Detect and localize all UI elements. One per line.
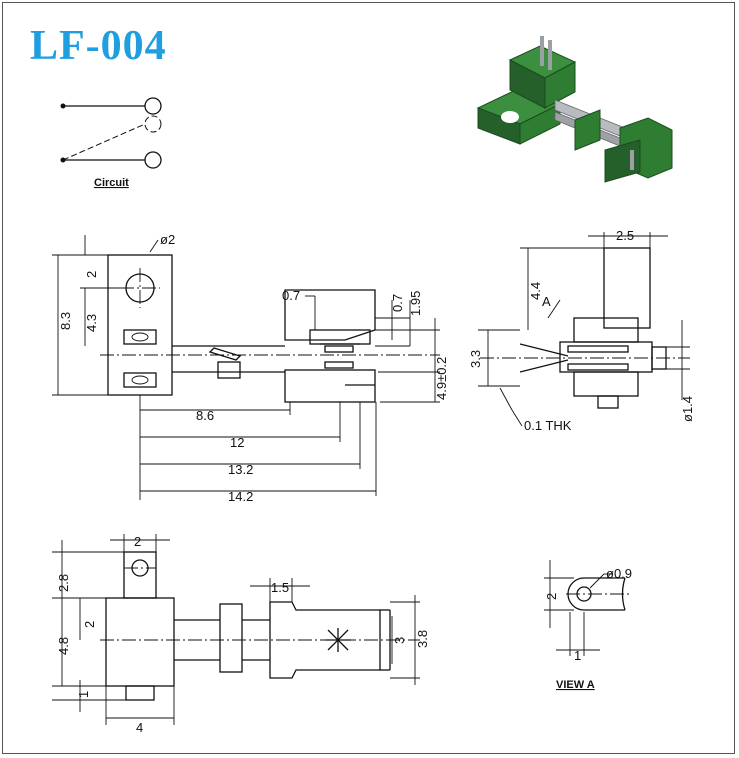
product-illustration bbox=[476, 36, 673, 183]
dim-hole-dia: ø2 bbox=[160, 232, 175, 247]
dim-4-8: 4.8 bbox=[56, 637, 71, 655]
view-a: ø0.9 2 1 VIEW A bbox=[544, 560, 632, 691]
dim-v-0-9: ø0.9 bbox=[606, 566, 632, 581]
dim-14-2: 14.2 bbox=[228, 489, 253, 504]
dim-3-8: 3.8 bbox=[415, 630, 430, 648]
dim-4-4: 4.4 bbox=[528, 282, 543, 300]
dim-b-1: 1 bbox=[76, 691, 91, 698]
dim-b-2: 2 bbox=[134, 534, 141, 549]
dim-4-9: 4.9±0.2 bbox=[434, 357, 449, 400]
dim-b-4: 4 bbox=[136, 720, 143, 735]
dim-1-4: ø1.4 bbox=[680, 396, 695, 422]
dim-v-1: 1 bbox=[574, 648, 581, 663]
dim-4-3: 4.3 bbox=[84, 314, 99, 332]
dim-3-3: 3.3 bbox=[468, 350, 483, 368]
side-view: 2.5 4.4 A 3.3 0.1 THK ø1.4 bbox=[468, 228, 695, 433]
dim-thk: 0.1 THK bbox=[524, 418, 572, 433]
dim-v-2: 2 bbox=[544, 593, 559, 600]
label-a: A bbox=[542, 294, 551, 309]
dim-1-5: 1.5 bbox=[271, 580, 289, 595]
view-a-label: VIEW A bbox=[556, 679, 595, 691]
front-view: 8.3 2 4.3 ø2 0.7 0.7 1.95 4.9±0.2 8.6 12… bbox=[52, 232, 449, 504]
dim-12: 12 bbox=[230, 435, 244, 450]
dim-b-3: 3 bbox=[392, 637, 407, 644]
circuit-label: Circuit bbox=[94, 177, 129, 189]
cross-mark-icon bbox=[325, 628, 351, 652]
dim-1-95: 1.95 bbox=[408, 291, 423, 316]
bottom-view: 2 2.8 4.8 2 1 4 1.5 3.8 3 bbox=[52, 534, 430, 735]
dim-2-top: 2 bbox=[84, 271, 99, 278]
dim-8-3: 8.3 bbox=[58, 312, 73, 330]
part-title: LF-004 bbox=[30, 23, 167, 69]
dim-2-8: 2.8 bbox=[56, 574, 71, 592]
dim-0-7-right: 0.7 bbox=[390, 294, 405, 312]
dim-8-6: 8.6 bbox=[196, 408, 214, 423]
dim-13-2: 13.2 bbox=[228, 462, 253, 477]
dim-b-2-inner: 2 bbox=[82, 621, 97, 628]
circuit-diagram: Circuit bbox=[60, 97, 162, 189]
dim-0-7-left: 0.7 bbox=[282, 288, 300, 303]
dim-2-5: 2.5 bbox=[616, 228, 634, 243]
